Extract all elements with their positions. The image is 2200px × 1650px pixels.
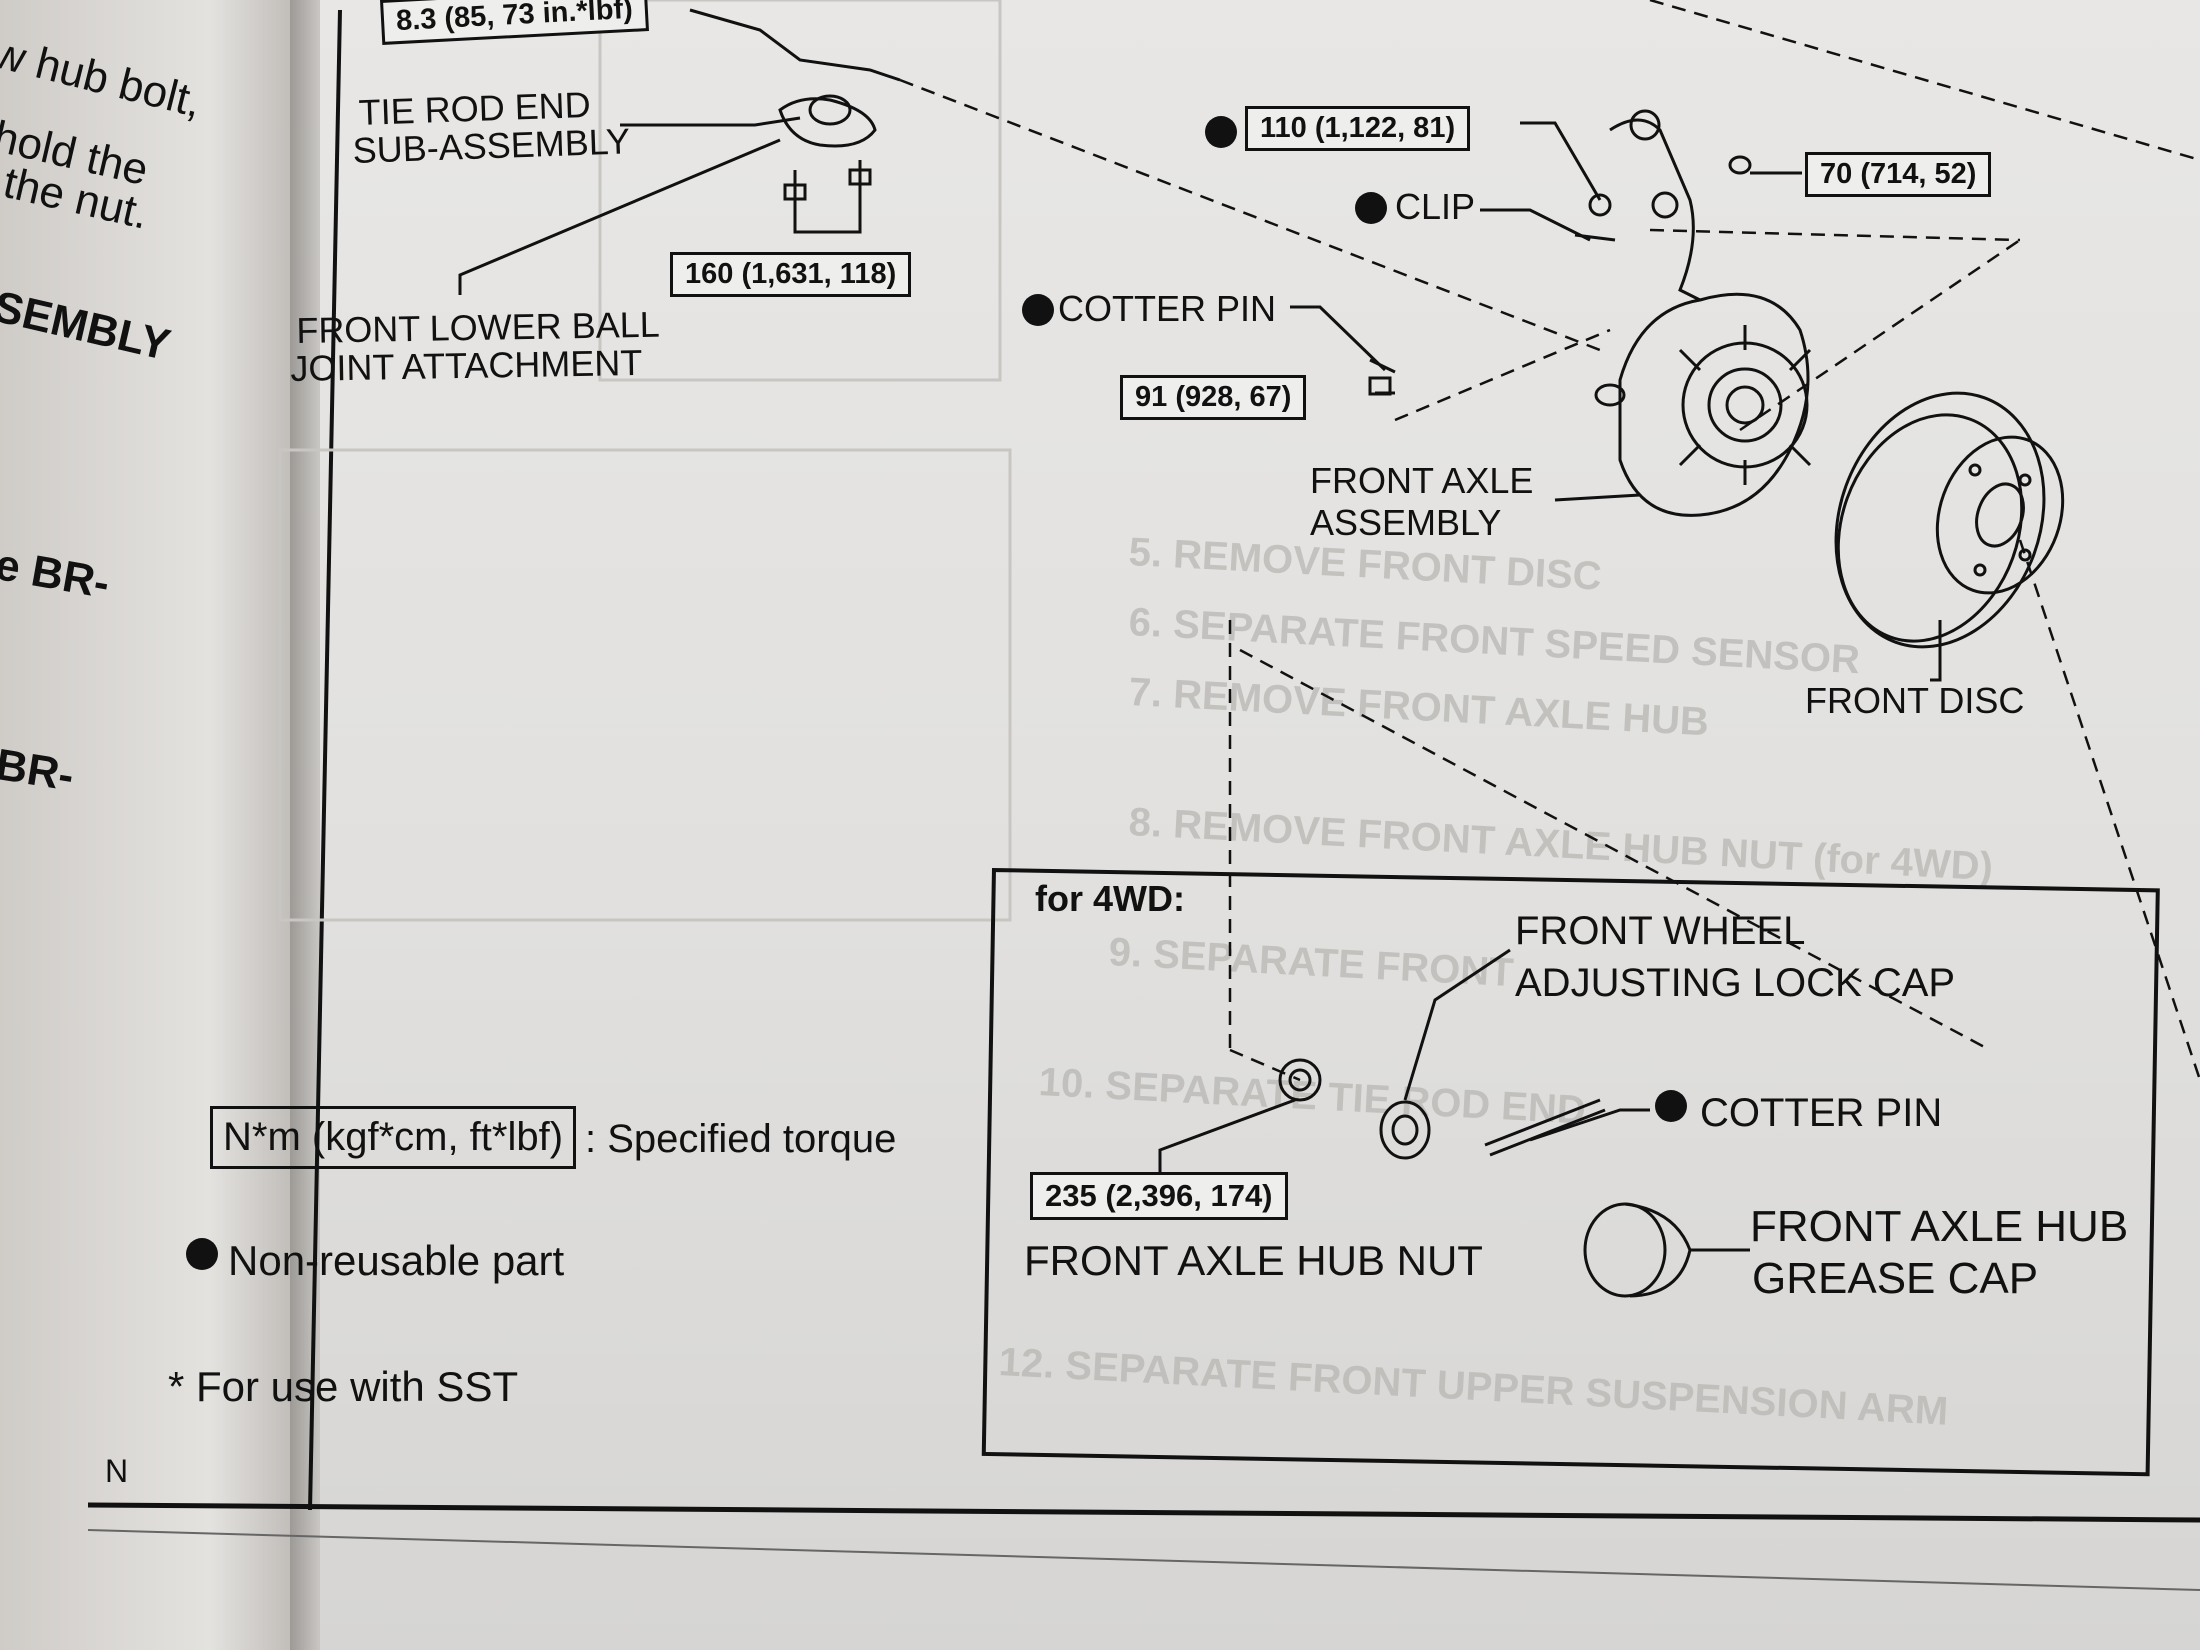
- legend-corner-n: N: [105, 1453, 129, 1489]
- inset-lock-cap-1: FRONT WHEEL: [1515, 909, 1806, 953]
- non-reusable-dot-inset-cotter: [1655, 1090, 1687, 1122]
- legend-torque-desc: : Specified torque: [585, 1117, 897, 1161]
- inset-lock-cap-2: ADJUSTING LOCK CAP: [1515, 961, 1956, 1005]
- label-front-axle-1: FRONT AXLE: [1310, 460, 1534, 501]
- legend-non-reusable: Non-reusable part: [228, 1237, 565, 1284]
- left-page: [0, 0, 300, 1650]
- inset-title: for 4WD:: [1035, 878, 1185, 919]
- non-reusable-dot-cotter: [1022, 294, 1054, 326]
- label-cotter-pin: COTTER PIN: [1058, 288, 1277, 329]
- inset-cotter-pin: COTTER PIN: [1700, 1091, 1943, 1135]
- torque-clip-nut: 110 (1,122, 81): [1245, 106, 1471, 151]
- label-front-lower-ball-2: JOINT ATTACHMENT: [290, 341, 643, 389]
- inset-grease-cap-2: GREASE CAP: [1752, 1254, 2039, 1303]
- inset-grease-cap-1: FRONT AXLE HUB: [1750, 1202, 2129, 1251]
- torque-hub-nut: 235 (2,396, 174): [1030, 1172, 1288, 1220]
- non-reusable-dot-legend: [186, 1238, 218, 1270]
- torque-lower-ball: 160 (1,631, 118): [670, 252, 912, 297]
- label-front-disc: FRONT DISC: [1805, 680, 2025, 721]
- manual-page: [320, 0, 2200, 1650]
- label-front-axle-2: ASSEMBLY: [1310, 502, 1502, 543]
- label-clip: CLIP: [1395, 186, 1476, 227]
- inset-hub-nut-label: FRONT AXLE HUB NUT: [1024, 1237, 1483, 1284]
- legend-sst: * For use with SST: [168, 1363, 519, 1410]
- torque-upper: 70 (714, 52): [1805, 152, 1992, 197]
- torque-cotter-nut: 91 (928, 67): [1120, 375, 1307, 420]
- non-reusable-dot-clip-nut: [1205, 116, 1237, 148]
- inset-4wd-frame: [981, 868, 2160, 1477]
- legend-torque-unit: N*m (kgf*cm, ft*lbf): [210, 1106, 577, 1169]
- non-reusable-dot-clip: [1355, 192, 1387, 224]
